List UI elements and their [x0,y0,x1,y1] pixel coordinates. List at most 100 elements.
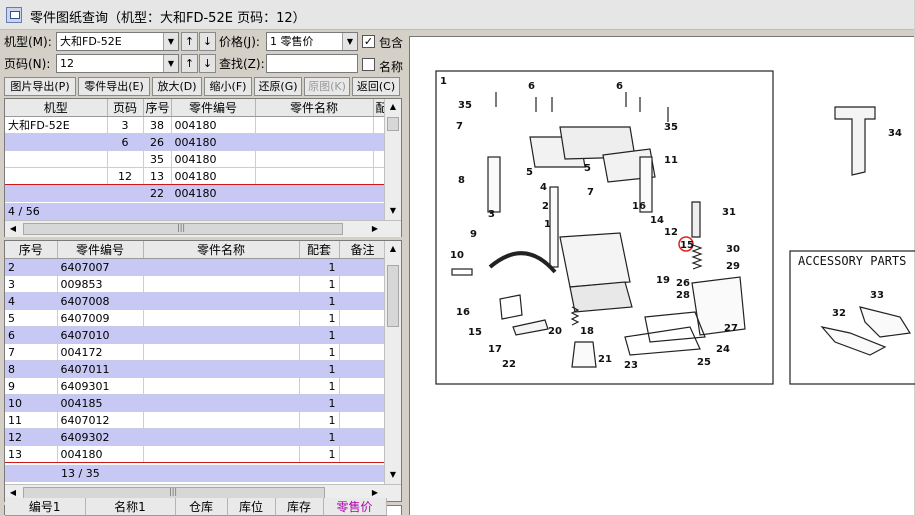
include-checkbox[interactable]: ✓ [362,35,375,48]
cell-seq: 13 [5,445,58,463]
scroll-right-icon[interactable]: ▶ [371,224,379,233]
vertical-scrollbar[interactable]: ▲ ▼ [384,241,401,484]
scroll-grip-icon: ||| [177,223,186,232]
column-header[interactable]: 编号1 [5,498,86,516]
scroll-down-icon[interactable]: ▼ [389,206,397,215]
scroll-left-icon[interactable]: ◀ [9,224,17,233]
record-counter: 4 / 56 [5,203,385,220]
scroll-right-icon[interactable]: ▶ [371,488,379,497]
scroll-thumb[interactable] [387,117,399,131]
window-title: 零件图纸查询（机型：大和FD-52E 页码：12） [30,11,306,26]
scroll-thumb[interactable] [387,265,399,327]
column-header[interactable]: 备注 [339,241,387,259]
original-image-button[interactable]: 原图(K) [304,77,350,96]
column-header[interactable]: 零售价 [323,498,387,516]
page-prev-button[interactable]: ↑ [181,54,198,73]
scroll-up-icon[interactable]: ▲ [389,244,397,253]
callout-label: 26 [676,278,690,289]
chevron-down-icon[interactable]: ▼ [163,55,178,72]
column-header[interactable]: 零件名称 [255,99,374,117]
table-row-selected[interactable]: 12 13 004180 [5,167,387,185]
parts-diagram-viewer[interactable]: 1 35 6 6 7 5 4 5 7 35 11 8 3 2 1 16 14 1… [409,36,915,516]
cell-part-name [143,428,300,446]
table-row[interactable]: 22 004180 [5,184,387,202]
cell-part-no: 6407010 [57,326,144,344]
cell-seq: 12 [5,428,58,446]
search-input[interactable] [266,54,358,73]
cell-model: 大和FD-52E [5,116,108,134]
zoom-in-button[interactable]: 放大(D) [152,77,202,96]
parts-diagram[interactable]: 1 35 6 6 7 5 4 5 7 35 11 8 3 2 1 16 14 1… [410,37,915,516]
callout-label: 18 [580,326,594,337]
model-prev-button[interactable]: ↑ [181,32,198,51]
column-header[interactable]: 库存 [275,498,324,516]
cell-page: 3 [107,116,144,134]
model-next-button[interactable]: ↓ [199,32,216,51]
column-header[interactable]: 零件编号 [57,241,144,259]
cell-seq: 22 [143,184,172,202]
column-header[interactable]: 序号 [5,241,58,259]
scroll-left-icon[interactable]: ◀ [9,488,17,497]
table-row[interactable]: 大和FD-52E 3 38 004180 [5,116,387,134]
back-button[interactable]: 返回(C) [352,77,400,96]
column-header[interactable]: 零件名称 [143,241,300,259]
vertical-scrollbar[interactable]: ▲ ▼ [384,99,401,220]
name-checkbox[interactable] [362,58,375,71]
cell-note [339,428,387,446]
cell-part-name [143,377,300,395]
stock-grid[interactable]: 编号1 名称1 仓库 库位 库存 零售价 [4,498,402,516]
column-header[interactable]: 库位 [227,498,276,516]
callout-label: 6 [616,81,623,92]
column-header[interactable]: 序号 [143,99,172,117]
callout-label: 14 [650,215,664,226]
cell-part-no: 004172 [57,343,144,361]
scroll-thumb[interactable] [23,223,343,235]
chevron-down-icon[interactable]: ▼ [342,33,357,50]
column-header[interactable]: 机型 [5,99,108,117]
column-header[interactable]: 零件编号 [171,99,256,117]
page-select[interactable]: 12 ▼ [56,54,179,73]
callout-label: 34 [888,128,902,139]
table-row[interactable]: 6 26 004180 [5,133,387,151]
scroll-down-icon[interactable]: ▼ [389,470,397,479]
table-row[interactable]: 35 004180 [5,150,387,168]
column-header[interactable]: 配套 [299,241,340,259]
scroll-up-icon[interactable]: ▲ [389,102,397,111]
price-select[interactable]: 1 零售价 ▼ [266,32,358,51]
column-header[interactable]: 仓库 [175,498,228,516]
cell-note [339,292,387,310]
cell-qty: 1 [299,258,340,276]
export-parts-button[interactable]: 零件导出(E) [78,77,150,96]
accessory-parts-title: ACCESSORY PARTS [798,254,906,268]
chevron-down-icon[interactable]: ▼ [163,33,178,50]
zoom-out-button[interactable]: 缩小(F) [204,77,252,96]
cell-seq: 10 [5,394,58,412]
callout-label: 11 [664,155,678,166]
main-diagram-frame [435,70,774,385]
column-header[interactable]: 名称1 [85,498,176,516]
column-header[interactable]: 页码 [107,99,144,117]
export-image-button[interactable]: 图片导出(P) [4,77,76,96]
callout-label: 3 [488,209,495,220]
page-next-button[interactable]: ↓ [199,54,216,73]
horizontal-scrollbar[interactable]: ◀ ||| ▶ [5,220,401,237]
restore-button[interactable]: 还原(G) [254,77,302,96]
callout-label: 8 [458,175,465,186]
model-select[interactable]: 大和FD-52E ▼ [56,32,179,51]
cell-qty: 1 [299,394,340,412]
model-page-grid[interactable]: 机型 页码 序号 零件编号 零件名称 配 大和FD-52E 3 38 00418… [4,98,402,237]
record-counter: 13 / 35 [5,465,385,482]
